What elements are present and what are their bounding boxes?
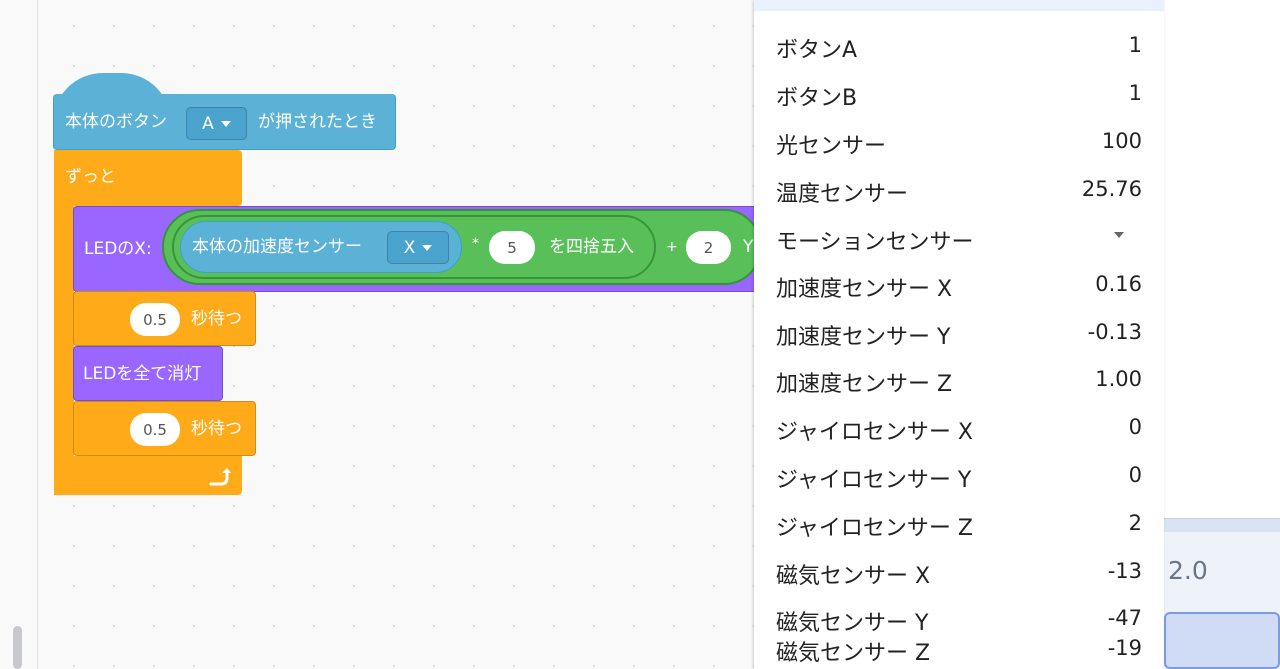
monitor-row-label: 磁気センサー X bbox=[776, 564, 931, 589]
monitor-row-value: -0.13 bbox=[1087, 320, 1142, 344]
monitor-row-value: -13 bbox=[1107, 559, 1142, 583]
monitor-row-label: 磁気センサー Y bbox=[776, 611, 929, 636]
caret-down-icon bbox=[422, 244, 433, 251]
add-value-input[interactable]: 2 bbox=[686, 231, 731, 264]
monitor-row-label: ジャイロセンサー X bbox=[776, 420, 973, 445]
hat-label-before: 本体のボタン bbox=[65, 112, 167, 132]
version-label: 2.0 bbox=[1168, 556, 1208, 585]
monitor-row-label: 温度センサー bbox=[776, 182, 909, 207]
monitor-row-value: 1.00 bbox=[1095, 367, 1142, 391]
monitor-row-value: 1 bbox=[1128, 81, 1142, 105]
monitor-row[interactable]: 加速度センサー X 0.16 bbox=[754, 257, 1164, 305]
monitor-row-value: -47 bbox=[1107, 606, 1142, 630]
forever-block-bottom[interactable] bbox=[54, 456, 242, 495]
monitor-row-label: 加速度センサー X bbox=[776, 277, 953, 302]
monitor-row[interactable]: ジャイロセンサー X 0 bbox=[754, 400, 1164, 448]
button-dropdown[interactable]: A bbox=[186, 107, 247, 140]
monitor-row-label: ジャイロセンサー Y bbox=[776, 468, 972, 493]
wait-seconds-input[interactable]: 0.5 bbox=[130, 303, 180, 336]
stage-panel-divider bbox=[1164, 518, 1280, 533]
monitor-row-value: 25.76 bbox=[1081, 177, 1142, 201]
monitor-row-label: ボタンA bbox=[776, 38, 858, 63]
sprite-info-field[interactable] bbox=[1164, 612, 1280, 669]
monitor-row-value: 0.16 bbox=[1095, 272, 1142, 296]
wait-seconds-block[interactable]: 0.5 秒待つ bbox=[73, 401, 256, 456]
monitor-row[interactable]: ボタンB 1 bbox=[754, 66, 1164, 114]
monitor-row[interactable]: 加速度センサー Z 1.00 bbox=[754, 352, 1164, 400]
monitor-row[interactable]: 磁気センサー Y -47 bbox=[754, 591, 1164, 639]
loop-arrow-icon bbox=[209, 468, 231, 486]
monitor-row[interactable]: 磁気センサー X -13 bbox=[754, 544, 1164, 592]
workspace-left-gutter bbox=[0, 0, 38, 669]
wait-seconds-label: 秒待つ bbox=[191, 419, 242, 439]
monitor-row-label: ジャイロセンサー Z bbox=[776, 516, 973, 541]
caret-down-icon[interactable] bbox=[1114, 232, 1124, 238]
monitor-row[interactable]: ジャイロセンサー Z 2 bbox=[754, 496, 1164, 544]
led-clear-label: LEDを全て消灯 bbox=[83, 364, 202, 384]
when-button-pressed-block[interactable]: 本体のボタン A が押されたとき bbox=[53, 94, 396, 150]
monitor-row-label: モーションセンサー bbox=[776, 230, 974, 255]
monitor-row[interactable]: 磁気センサー Z -19 bbox=[754, 621, 1164, 669]
wait-seconds-input[interactable]: 0.5 bbox=[130, 413, 180, 446]
monitor-row[interactable]: 光センサー 100 bbox=[754, 114, 1164, 162]
accelerometer-reporter-label: 本体の加速度センサー bbox=[192, 237, 362, 257]
multiply-value-input[interactable]: 5 bbox=[489, 231, 535, 264]
round-label: を四捨五入 bbox=[549, 237, 634, 257]
monitor-row-label: 磁気センサー Z bbox=[776, 641, 931, 666]
forever-block[interactable]: ずっと bbox=[54, 150, 242, 206]
monitor-row-label: 加速度センサー Z bbox=[776, 372, 953, 397]
monitor-row-value: 0 bbox=[1128, 415, 1142, 439]
monitor-row-label: 加速度センサー Y bbox=[776, 325, 951, 350]
led-y-label: Y bbox=[743, 237, 754, 257]
vertical-scrollbar[interactable] bbox=[13, 626, 22, 669]
monitor-row[interactable]: 温度センサー 25.76 bbox=[754, 162, 1164, 210]
forever-label: ずっと bbox=[65, 167, 116, 187]
add-operator-symbol: + bbox=[666, 239, 678, 255]
sensor-values-monitor[interactable]: ボタンA 1 ボタンB 1 光センサー 100 温度センサー 25.76 モーションセン… bbox=[754, 0, 1164, 669]
monitor-header-strip bbox=[754, 0, 1164, 11]
wait-seconds-label: 秒待つ bbox=[191, 309, 242, 329]
led-clear-block[interactable]: LEDを全て消灯 bbox=[73, 346, 223, 401]
led-x-label: LEDのX: bbox=[84, 239, 152, 259]
caret-down-icon bbox=[220, 120, 231, 127]
axis-dropdown-value: X bbox=[403, 237, 416, 258]
monitor-row[interactable]: ジャイロセンサー Y 0 bbox=[754, 448, 1164, 496]
multiply-operator-symbol: * bbox=[472, 236, 479, 252]
monitor-row-label: 光センサー bbox=[776, 134, 887, 159]
accelerometer-reporter[interactable]: 本体の加速度センサー X bbox=[180, 221, 462, 273]
monitor-row-value: 1 bbox=[1128, 33, 1142, 57]
monitor-row-label: ボタンB bbox=[776, 86, 858, 111]
button-dropdown-value: A bbox=[202, 113, 214, 134]
axis-dropdown[interactable]: X bbox=[387, 231, 449, 264]
forever-block-arm[interactable] bbox=[54, 150, 74, 495]
monitor-row[interactable]: ボタンA 1 bbox=[754, 18, 1164, 66]
monitor-row-value: 100 bbox=[1101, 129, 1142, 153]
monitor-row-value: -19 bbox=[1107, 636, 1142, 660]
wait-seconds-block[interactable]: 0.5 秒待つ bbox=[73, 291, 256, 346]
monitor-row[interactable]: モーションセンサー bbox=[754, 210, 1164, 258]
monitor-row[interactable]: 加速度センサー Y -0.13 bbox=[754, 305, 1164, 353]
hat-label-after: が押されたとき bbox=[258, 112, 377, 132]
monitor-row-value: 2 bbox=[1128, 511, 1142, 535]
monitor-row-value: 0 bbox=[1128, 463, 1142, 487]
